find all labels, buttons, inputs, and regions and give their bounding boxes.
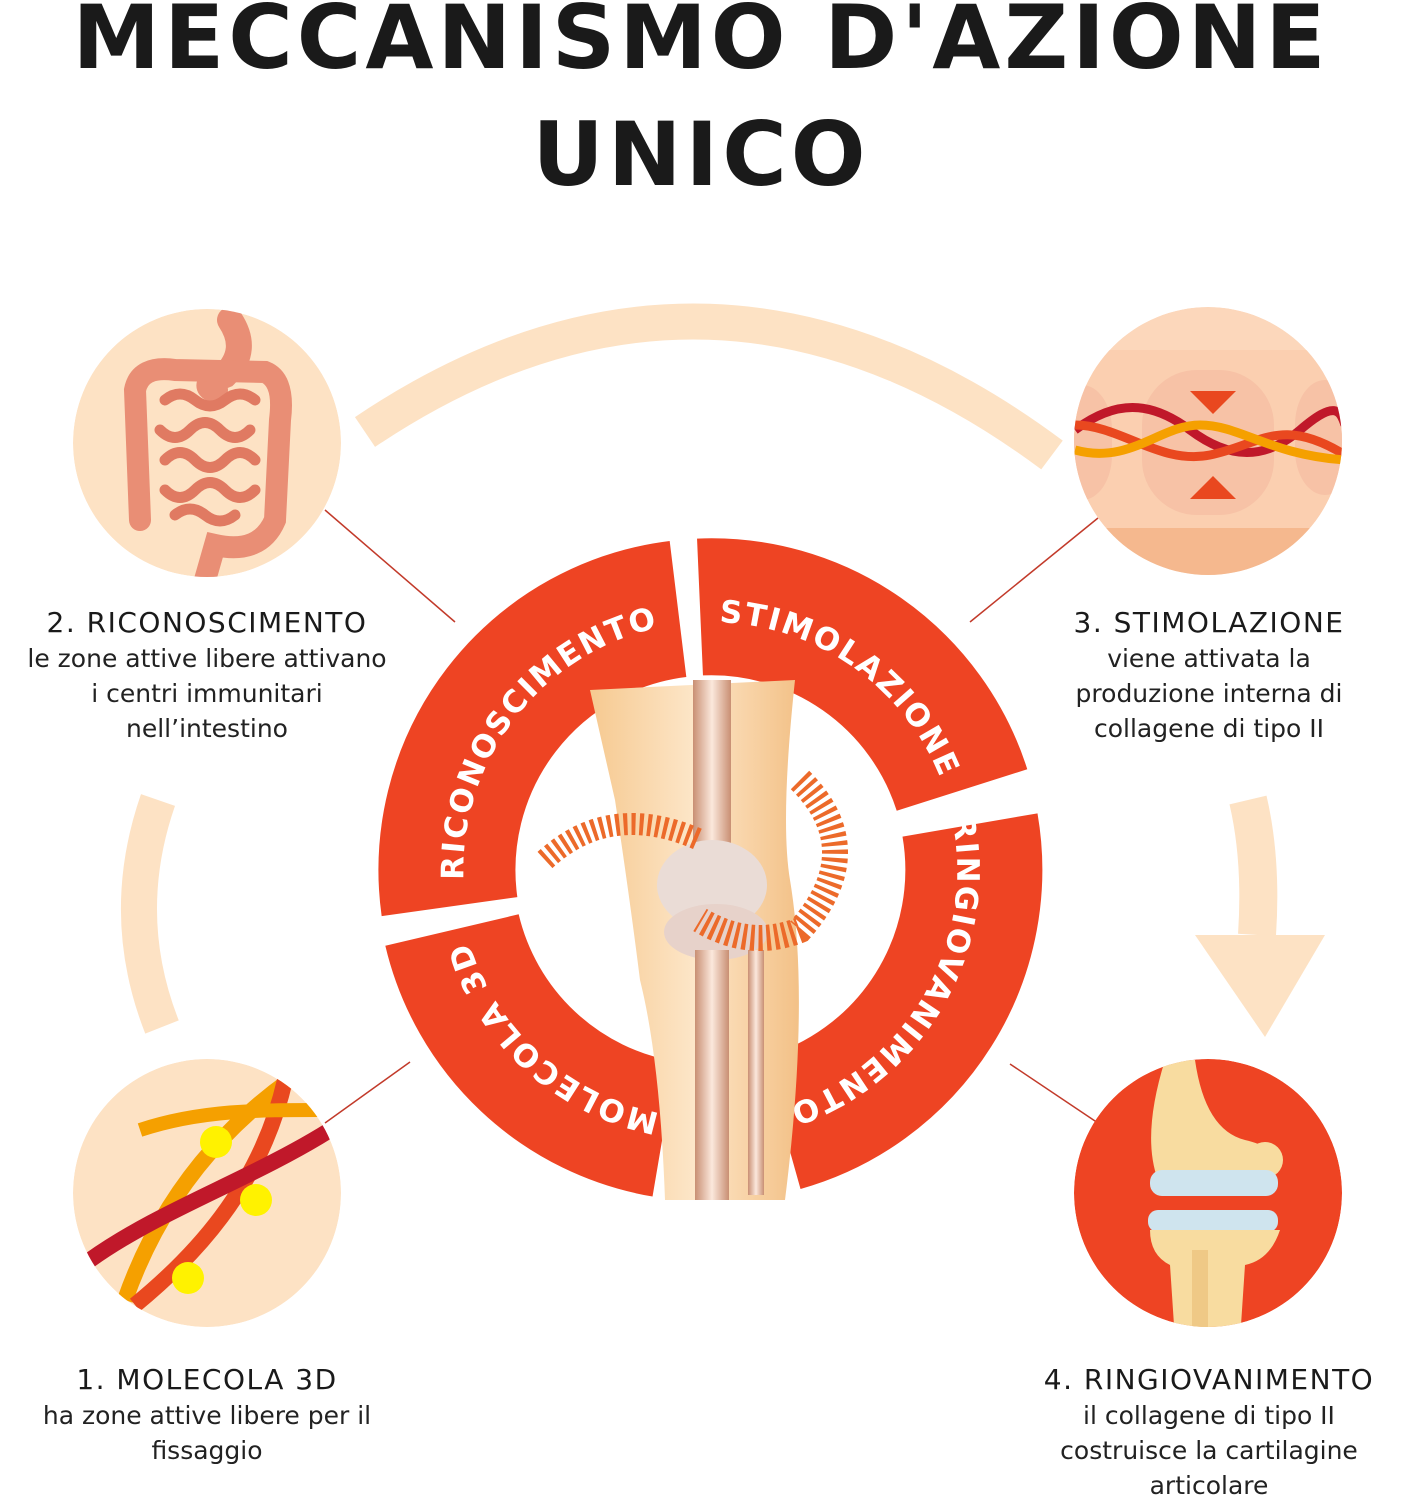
step-heading: 1. MOLECOLA 3D [76, 1363, 338, 1396]
intestine-illustration [73, 309, 341, 577]
connector-arc-left [121, 794, 179, 1034]
step-line: nell’intestino [126, 714, 288, 743]
leader-lines [324, 509, 1099, 1124]
step-line: le zone attive libere attivano [27, 644, 387, 673]
active-zone-dot [200, 1126, 232, 1158]
active-zone-dot [172, 1262, 204, 1294]
step-line: i centri immunitari [91, 679, 323, 708]
title-line-1: MECCANISMO D'AZIONE [72, 0, 1330, 89]
step-heading: 4. RINGIOVANIMENTO [1043, 1363, 1375, 1396]
step-4-ringiovanimento: 4. RINGIOVANIMENTO il collagene di tipo … [994, 1362, 1402, 1503]
knee-cartilage-illustration [1074, 1059, 1342, 1327]
molecule-3d-illustration [73, 1059, 341, 1327]
step-line: collagene di tipo II [1093, 714, 1325, 743]
ring-segment-molecola-3d [385, 912, 677, 1197]
connector-arrow-right [1195, 795, 1325, 1037]
knee-joint-illustration [537, 680, 848, 1200]
step-heading: 2. RICONOSCIMENTO [46, 606, 368, 639]
ring-segment-stimolazione [697, 538, 1028, 813]
step-1-molecola-3d: 1. MOLECOLA 3D ha zone attive libere per… [0, 1362, 422, 1468]
step-line: produzione interna di [1075, 679, 1343, 708]
step-line: costruisce la cartilagine [1060, 1436, 1358, 1465]
step-line: il collagene di tipo II [1083, 1401, 1335, 1430]
active-zone-dot [240, 1184, 272, 1216]
step-line: ha zone attive libere per il [42, 1401, 372, 1430]
step-3-stimolazione: 3. STIMOLAZIONE viene attivata la produz… [994, 605, 1402, 746]
connector-arc-top [354, 303, 1063, 470]
collagen-stimulation-illustration [1074, 307, 1342, 575]
step-heading: 3. STIMOLAZIONE [1073, 606, 1345, 639]
title-line-2: UNICO [532, 103, 870, 206]
step-line: articolare [1149, 1471, 1269, 1500]
ring-segment-riconoscimento [378, 541, 688, 917]
mechanism-ring [378, 538, 1043, 1197]
ring-segment-ringiovanimento [762, 813, 1043, 1189]
step-line: viene attivata la [1107, 644, 1311, 673]
step-2-riconoscimento: 2. RICONOSCIMENTO le zone attive libere … [0, 605, 422, 746]
step-line: fissaggio [151, 1436, 263, 1465]
